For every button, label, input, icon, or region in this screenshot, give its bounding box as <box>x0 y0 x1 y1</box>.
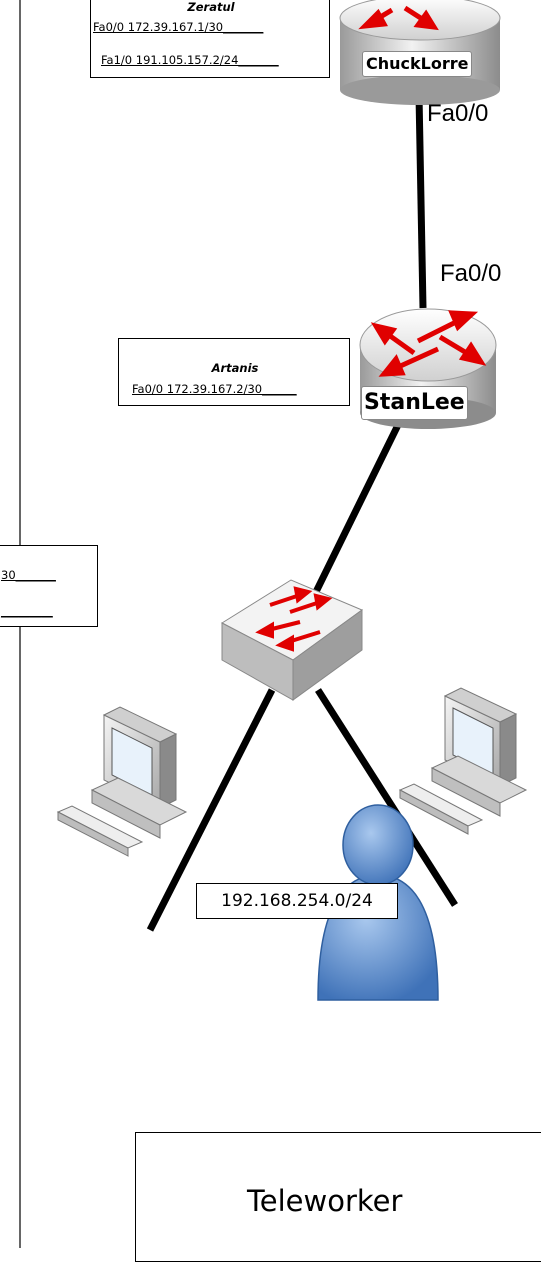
router-chucklorre-label: ChuckLorre <box>362 51 473 77</box>
note-artanis-line1: Fa0/0 172.39.167.2/30______ <box>132 382 297 396</box>
link-switch-pc-right <box>315 688 458 907</box>
switch-icon[interactable] <box>220 579 364 701</box>
note-left-fragment: 30_______ _________ <box>0 545 98 627</box>
lan-subnet-label: 192.168.254.0/24 <box>196 883 398 919</box>
link-stanlee-switch <box>308 423 402 602</box>
note-left-fragment-line2: _________ <box>1 604 53 618</box>
note-left-fragment-line1: 30_______ <box>1 568 56 582</box>
pc-right-icon[interactable] <box>398 687 528 835</box>
note-artanis: Artanis Fa0/0 172.39.167.2/30______ <box>118 338 350 406</box>
note-zeratul-title: Zeratul <box>187 0 235 14</box>
note-zeratul-line2: Fa1/0 191.105.157.2/24_______ <box>101 53 279 67</box>
note-zeratul-line1: Fa0/0 172.39.167.1/30_______ <box>93 20 264 34</box>
note-artanis-title: Artanis <box>211 361 259 375</box>
iface-chucklorre-fa00: Fa0/0 <box>427 100 489 127</box>
iface-stanlee-fa00: Fa0/0 <box>440 260 502 287</box>
site-teleworker-label: Teleworker <box>247 1184 403 1218</box>
link-switch-pc-left <box>146 688 276 932</box>
note-zeratul: Zeratul Fa0/0 172.39.167.1/30_______ Fa1… <box>90 0 330 78</box>
router-stanlee-label: StanLee <box>361 386 468 420</box>
link-chucklorre-stanlee <box>415 94 427 309</box>
site-teleworker-box: Teleworker <box>135 1132 541 1262</box>
pc-left-icon[interactable] <box>56 706 188 857</box>
